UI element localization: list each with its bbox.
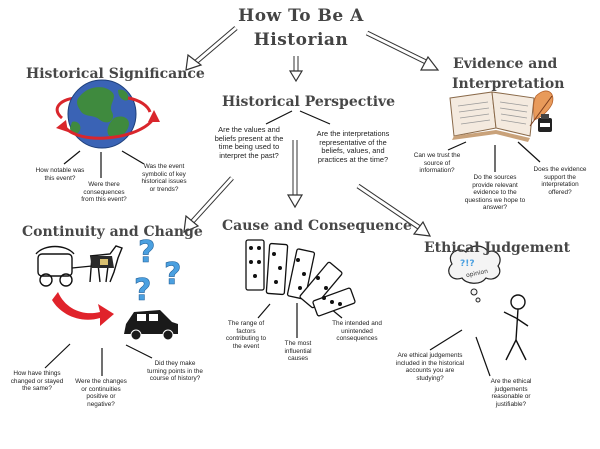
cause-heading: Cause and Consequence bbox=[222, 218, 412, 234]
arrow-to-continuity bbox=[183, 176, 234, 233]
continuity-question-1: How have things changed or stayed the sa… bbox=[10, 370, 64, 393]
horse-carriage-icon bbox=[35, 245, 123, 287]
significance-heading: Historical Significance bbox=[26, 66, 205, 82]
domino-pips bbox=[249, 246, 342, 306]
continuity-heading: Continuity and Change bbox=[22, 224, 203, 240]
svg-text:?: ? bbox=[138, 235, 155, 270]
question-marks-icon: ? ? ? bbox=[134, 235, 182, 309]
evidence-question-3: Does the evidence support the interpreta… bbox=[533, 166, 587, 196]
arrow-to-significance bbox=[185, 26, 238, 71]
evidence-question-1: Can we trust the source of information? bbox=[413, 152, 461, 175]
car-icon bbox=[124, 310, 178, 341]
continuity-question-3: Did they make turning points in the cour… bbox=[147, 360, 203, 383]
domino-icon bbox=[245, 239, 356, 317]
svg-text:?: ? bbox=[164, 257, 181, 292]
evidence-heading-line-2: Interpretation bbox=[452, 76, 565, 92]
thinking-person-icon: ?!? bbox=[448, 245, 529, 361]
continuity-question-2: Were the changes or continuities positiv… bbox=[75, 378, 127, 408]
perspective-heading: Historical Perspective bbox=[222, 94, 396, 110]
arrow-to-perspective bbox=[288, 56, 304, 83]
ethical-question-2: Are the ethical judgements reasonable or… bbox=[490, 378, 532, 408]
red-arrow-icon bbox=[52, 292, 114, 326]
perspective-question-2: Are the interpretations representative o… bbox=[316, 129, 390, 164]
arrow-to-ethical bbox=[356, 183, 432, 237]
significance-question-3: Was the event symbolic of key historical… bbox=[141, 163, 187, 193]
ethical-question-1: Are ethical judgements included in the h… bbox=[395, 352, 465, 382]
svg-text:?: ? bbox=[134, 273, 151, 308]
significance-question-2: Were there consequences from this event? bbox=[81, 181, 127, 204]
evidence-question-2: Do the sources provide relevant evidence… bbox=[464, 174, 526, 212]
svg-text:?!?: ?!? bbox=[460, 259, 475, 269]
globe-icon bbox=[55, 79, 160, 149]
book-icon bbox=[449, 91, 535, 142]
significance-question-1: How notable was this event? bbox=[35, 167, 85, 182]
cause-question-1: The range of factors contributing to the… bbox=[225, 320, 267, 350]
page-title-line-1: How To Be A bbox=[238, 6, 364, 26]
cause-question-2: The most influential causes bbox=[284, 340, 312, 363]
page-title-line-2: Historian bbox=[253, 30, 349, 50]
ethical-heading: Ethical Judgement bbox=[424, 240, 571, 256]
perspective-question-1: Are the values and beliefs present at th… bbox=[214, 125, 284, 160]
ink-bottle-icon bbox=[538, 114, 552, 132]
arrow-to-cause bbox=[286, 140, 304, 209]
cause-question-3: The intended and unintended consequences bbox=[332, 320, 382, 343]
arrow-to-evidence bbox=[365, 30, 440, 71]
evidence-heading-line-1: Evidence and bbox=[453, 56, 558, 72]
